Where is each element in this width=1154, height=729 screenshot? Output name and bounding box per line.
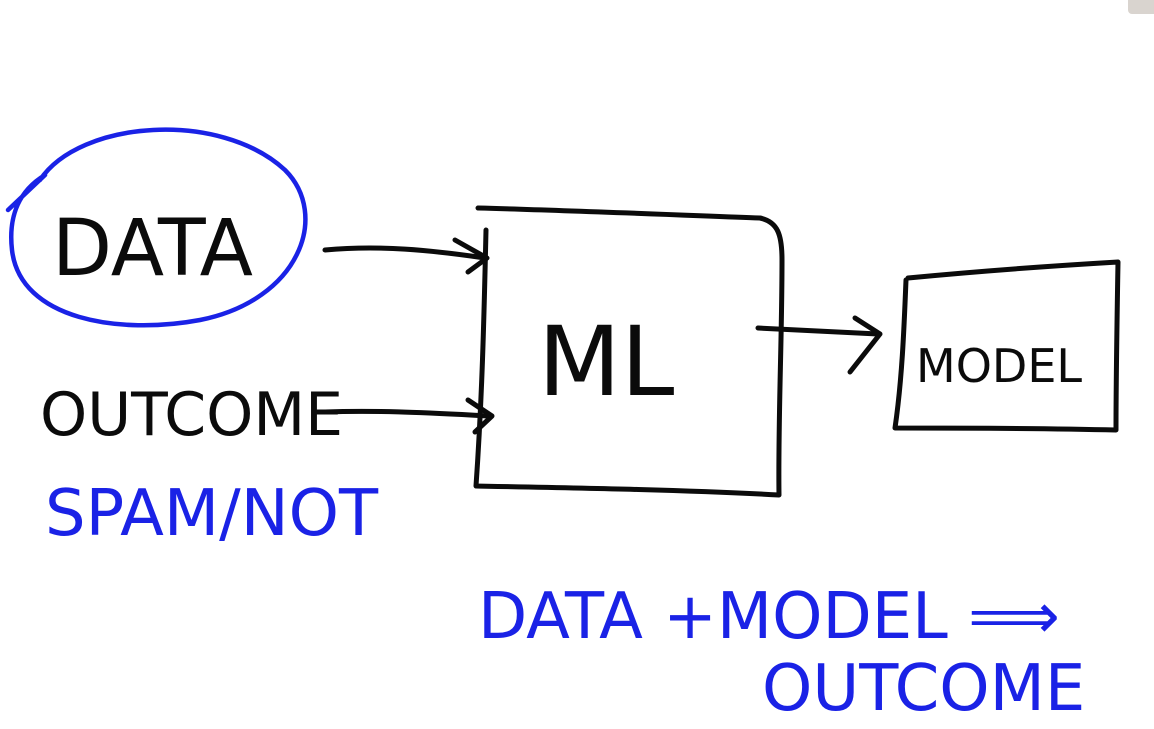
model-box (892, 259, 1121, 433)
outcome-to-ml-arrow (322, 408, 493, 419)
ml-to-model-arrow (755, 325, 881, 337)
ml-box (473, 205, 785, 498)
equation-line-1: DATA +MODEL ⟹ (478, 580, 1060, 654)
video-thumbnail-corner (1128, 0, 1154, 14)
model-label: MODEL (916, 339, 1082, 393)
spam-not-label: SPAM/NOT (45, 477, 379, 551)
model-arrow-head (847, 315, 883, 375)
outcome-label: OUTCOME (40, 380, 343, 450)
data-label: DATA (52, 204, 253, 294)
equation-line-2: OUTCOME (762, 652, 1085, 726)
ml-label: ML (538, 306, 674, 418)
data-circle (5, 127, 308, 328)
data-to-ml-arrow (322, 245, 488, 261)
